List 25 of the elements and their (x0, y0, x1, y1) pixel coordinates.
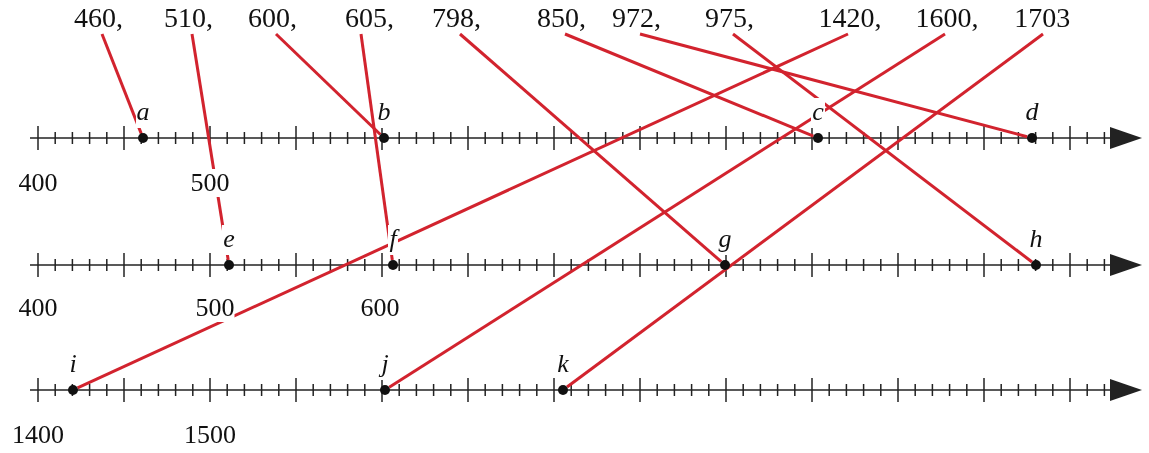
number-text: 600, (248, 2, 298, 34)
number-text: 975, (705, 2, 755, 34)
number-text: 972, (612, 2, 662, 34)
leader-line (359, 33, 394, 261)
leader-line (564, 32, 814, 138)
point-label: f (388, 225, 398, 255)
number-text: 850, (537, 2, 587, 34)
leader-line (732, 32, 1033, 264)
number-text: 510, (164, 2, 214, 34)
point-label: c (811, 98, 825, 128)
number-text: 460, (74, 2, 124, 34)
number-text: 1600, (915, 2, 979, 34)
leader-line (274, 32, 382, 136)
number-text: 798, (432, 2, 482, 34)
axis-tick-label: 500 (190, 169, 230, 197)
number-text: 1420, (818, 2, 882, 34)
leader-line (459, 32, 723, 263)
leader-line (639, 32, 1028, 139)
point-label: e (222, 225, 236, 255)
number-text: 605, (345, 2, 395, 34)
leader-line (76, 32, 849, 390)
leader-line (388, 32, 946, 389)
number-text: 1703 (1014, 2, 1071, 34)
leader-line (566, 32, 1044, 389)
leader-line (100, 33, 143, 134)
